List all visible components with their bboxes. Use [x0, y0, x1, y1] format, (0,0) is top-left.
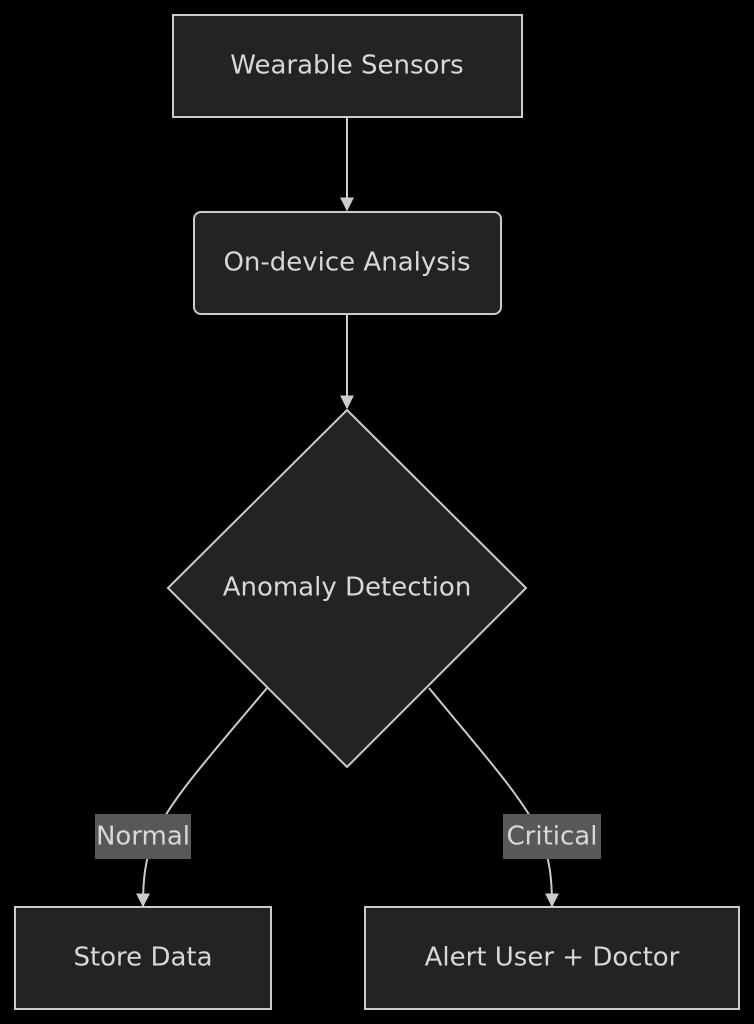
node-label-alert-user-doctor: Alert User + Doctor — [425, 943, 680, 973]
edge-detection-to-alert — [428, 687, 559, 908]
node-label-anomaly-detection: Anomaly Detection — [223, 573, 472, 603]
node-alert-user-doctor: Alert User + Doctor — [364, 906, 740, 1010]
node-store-data: Store Data — [14, 906, 272, 1010]
edge-label-critical-text: Critical — [507, 822, 598, 852]
edge-detection-to-store — [136, 687, 268, 908]
edge-label-normal-text: Normal — [96, 822, 190, 852]
edge-label-critical: Critical — [503, 814, 601, 859]
node-wearable-sensors: Wearable Sensors — [172, 14, 523, 118]
node-on-device-analysis: On-device Analysis — [193, 211, 502, 315]
node-label-store-data: Store Data — [73, 943, 212, 973]
node-label-on-device-analysis: On-device Analysis — [223, 248, 470, 278]
node-label-wearable-sensors: Wearable Sensors — [230, 51, 463, 81]
node-anomaly-detection: Anomaly Detection — [166, 408, 528, 769]
edge-label-normal: Normal — [95, 814, 191, 859]
